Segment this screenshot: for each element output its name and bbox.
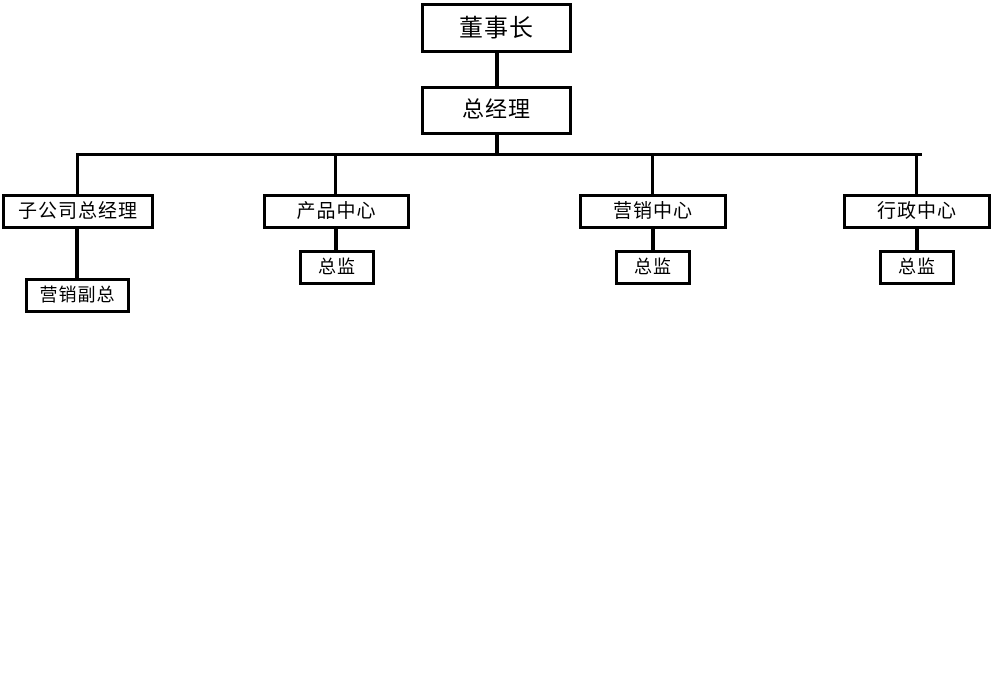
connector-gm-to-bus — [495, 133, 499, 156]
org-node-product-center[interactable]: 产品中心 — [263, 194, 410, 229]
org-node-subsidiary-general-manager-label: 子公司总经理 — [17, 200, 138, 222]
org-node-administration-center-label: 行政中心 — [876, 200, 957, 222]
org-node-director-admin-label: 总监 — [898, 256, 936, 278]
org-node-chairman-label: 董事长 — [459, 14, 534, 42]
org-node-general-manager-label: 总经理 — [461, 97, 531, 123]
org-node-subsidiary-general-manager[interactable]: 子公司总经理 — [2, 194, 154, 229]
connector-bus-to-product-center — [334, 153, 337, 196]
connector-bus-to-sub-gm — [76, 153, 79, 196]
org-node-vp-marketing-label: 营销副总 — [39, 284, 116, 306]
org-node-director-admin[interactable]: 总监 — [879, 250, 955, 285]
org-node-vp-marketing[interactable]: 营销副总 — [25, 278, 130, 313]
org-node-chairman[interactable]: 董事长 — [421, 3, 572, 53]
connector-sub-gm-to-vp-marketing — [75, 227, 79, 280]
org-node-marketing-center-label: 营销中心 — [612, 200, 693, 222]
org-node-director-product[interactable]: 总监 — [299, 250, 375, 285]
connector-horizontal-bus — [77, 153, 922, 156]
org-node-product-center-label: 产品中心 — [296, 200, 377, 222]
connector-chairman-to-gm — [495, 51, 499, 88]
org-node-director-product-label: 总监 — [318, 256, 356, 278]
connector-bus-to-marketing-center — [651, 153, 654, 196]
org-node-administration-center[interactable]: 行政中心 — [843, 194, 991, 229]
org-node-general-manager[interactable]: 总经理 — [421, 86, 572, 135]
org-node-director-marketing[interactable]: 总监 — [615, 250, 691, 285]
org-node-director-marketing-label: 总监 — [634, 256, 672, 278]
org-node-marketing-center[interactable]: 营销中心 — [579, 194, 727, 229]
connector-bus-to-admin-center — [915, 153, 918, 196]
connector-admin-center-to-director — [915, 227, 919, 252]
connector-product-center-to-director — [334, 227, 338, 252]
connector-marketing-center-to-director — [651, 227, 655, 252]
